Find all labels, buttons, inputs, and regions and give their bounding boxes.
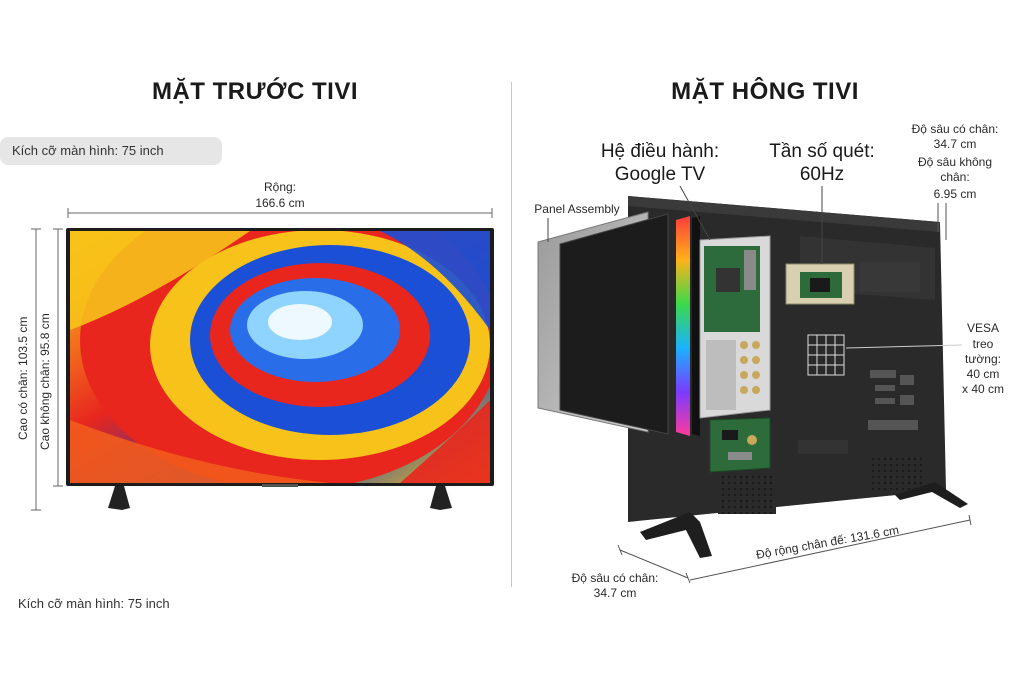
power-board [709, 417, 771, 473]
depth-without-stand-value: 6.95 cm [933, 187, 977, 201]
bottom-depth-label: Độ sâu có chân: [571, 571, 659, 585]
vesa-line-3: tường: [965, 352, 1001, 366]
section-divider [511, 82, 512, 587]
side-title: MẶT HÔNG TIVI [671, 78, 859, 105]
vesa-grid [807, 334, 845, 376]
depth-without-stand-label-2: chân: [940, 170, 970, 184]
width-value: 166.6 cm [255, 196, 305, 210]
width-label: Rộng: [263, 180, 297, 194]
tv-front [66, 228, 494, 510]
vesa-line-5: x 40 cm [961, 382, 1004, 396]
main-board [699, 235, 771, 419]
tcon-board [785, 263, 855, 305]
os-value: Google TV [614, 164, 706, 185]
height-dimension-lines [31, 228, 63, 511]
depth-dimension-lines [937, 203, 947, 240]
depth-with-stand-label: Độ sâu có chân: [911, 122, 999, 136]
width-dimension-line [67, 208, 493, 218]
bottom-depth-value: 34.7 cm [593, 586, 637, 600]
os-label: Hệ điều hành: [600, 141, 720, 162]
ports [868, 370, 918, 430]
screen-size-pill: Kích cỡ màn hình: 75 inch [0, 137, 222, 165]
refresh-label: Tần số quét: [769, 141, 875, 162]
vesa-line-4: 40 cm [966, 367, 1000, 381]
panel-assembly-label: Panel Assembly [534, 202, 620, 216]
panel-assembly [537, 211, 700, 436]
refresh-value: 60Hz [799, 164, 845, 185]
depth-without-stand-label-1: Độ sâu không [917, 155, 993, 169]
front-title: MẶT TRƯỚC TIVI [151, 78, 359, 105]
bottom-dimension-lines [617, 514, 972, 584]
depth-with-stand-value: 34.7 cm [933, 137, 977, 151]
vesa-line-2: treo [972, 337, 994, 351]
screen-size-footer: Kích cỡ màn hình: 75 inch [18, 596, 170, 611]
vesa-line-1: VESA [966, 321, 999, 335]
